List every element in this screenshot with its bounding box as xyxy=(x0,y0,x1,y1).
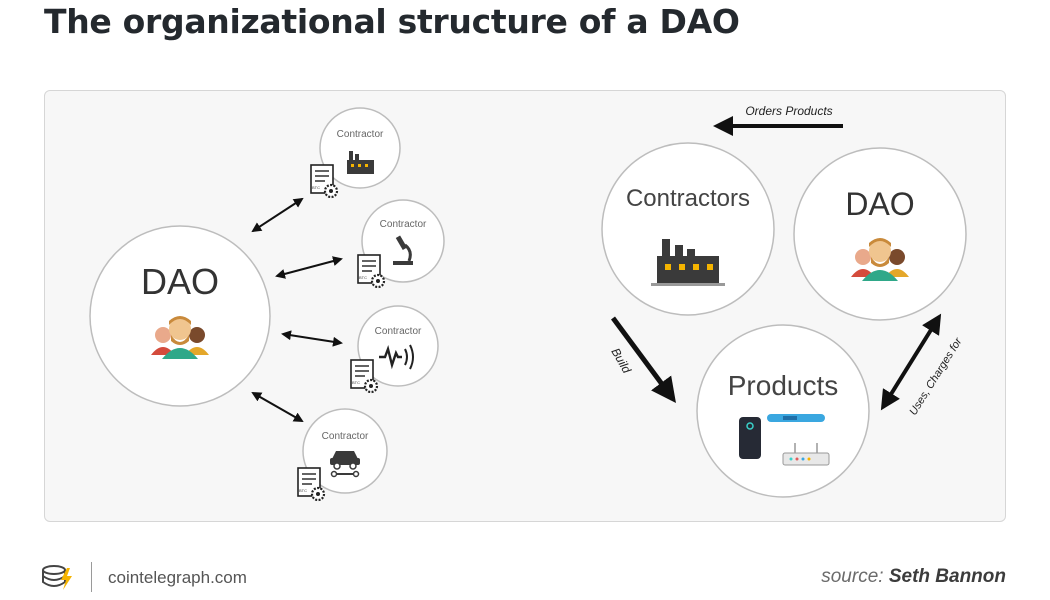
arrow-dao-contractor-2 xyxy=(275,256,343,279)
right-dao-label: DAO xyxy=(845,186,914,222)
contractor-label-1: Contractor xyxy=(337,129,384,140)
microscope-icon xyxy=(393,235,413,265)
arrow-build-label: Build xyxy=(608,346,634,376)
dao-diagram-panel: BTC DAO Contractor Contractor xyxy=(44,90,1006,522)
smart-speaker-icon xyxy=(739,417,761,459)
arrow-uses-charges xyxy=(880,313,942,411)
page-title: The organizational structure of a DAO xyxy=(44,2,740,41)
arrow-dao-contractor-1 xyxy=(251,197,304,233)
contractor-node-1: Contractor xyxy=(309,107,401,199)
arrow-build xyxy=(610,316,676,404)
contract-doc-icon xyxy=(349,358,379,394)
contract-doc-icon xyxy=(309,163,339,199)
fitness-band-icon xyxy=(767,414,825,422)
factory-icon xyxy=(651,239,725,286)
arrow-dao-contractor-3 xyxy=(281,330,343,347)
arrow-dao-contractor-4 xyxy=(251,392,304,422)
arrow-uses-label: Uses, Charges for xyxy=(907,335,965,418)
contractors-label: Contractors xyxy=(626,185,750,212)
right-dao-node: DAO xyxy=(793,147,967,321)
contractor-label-3: Contractor xyxy=(375,326,422,337)
factory-icon xyxy=(347,151,374,174)
products-label: Products xyxy=(728,370,839,401)
contractors-node: Contractors xyxy=(601,142,775,316)
cointelegraph-logo-icon xyxy=(42,565,72,590)
sound-wave-icon xyxy=(379,344,414,370)
source-prefix: source: xyxy=(821,566,884,587)
contractor-label-4: Contractor xyxy=(322,431,369,442)
router-icon xyxy=(782,443,830,466)
car-icon xyxy=(330,451,360,478)
contract-doc-icon xyxy=(296,466,326,502)
contractor-node-4: Contractor xyxy=(296,408,388,502)
products-node: Products xyxy=(696,324,870,498)
left-dao-label: DAO xyxy=(141,261,219,302)
contract-doc-icon xyxy=(356,253,386,289)
footer-site-link[interactable]: cointelegraph.com xyxy=(108,568,247,587)
contractor-node-2: Contractor xyxy=(356,199,445,289)
footer-source: source: Seth Bannon xyxy=(821,566,1006,588)
contractor-node-3: Contractor xyxy=(349,305,439,394)
source-name: Seth Bannon xyxy=(888,566,1006,587)
arrow-orders-label: Orders Products xyxy=(745,104,832,118)
footer-divider xyxy=(91,562,92,592)
contractor-label-2: Contractor xyxy=(380,219,427,230)
left-dao-node: DAO xyxy=(89,225,271,407)
